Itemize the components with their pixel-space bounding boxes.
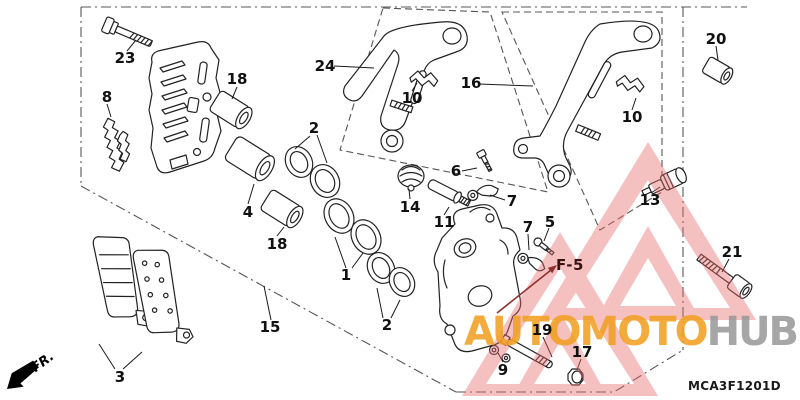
part-11-pin-drawing	[427, 179, 472, 207]
part-label-7-upper: 7	[506, 192, 518, 210]
part-7-clip-lower-drawing	[517, 252, 546, 272]
part-label-10-left: 10	[401, 89, 423, 107]
part-label-11: 11	[433, 213, 455, 231]
part-7-clip-upper-drawing	[467, 184, 499, 201]
part-label-17: 17	[571, 343, 593, 361]
part-label-9: 9	[497, 361, 509, 379]
part-9-washers-drawing	[488, 344, 511, 363]
part-label-2-lower: 2	[381, 316, 393, 334]
part-18-piston-bottom-drawing	[260, 189, 304, 229]
part-24-bracket-drawing	[342, 21, 468, 153]
part-label-18-mid: 18	[266, 235, 288, 253]
caliper-half-drawing	[148, 41, 222, 174]
leader-lines	[98, 39, 730, 371]
part-17-plug-drawing	[567, 368, 584, 386]
part-3-pad-left-drawing	[92, 236, 156, 327]
part-label-6: 6	[450, 162, 462, 180]
part-10-retainer-left-drawing	[409, 70, 439, 87]
part-label-14: 14	[399, 198, 421, 216]
part-label-7-lower: 7	[522, 218, 534, 236]
part-label-19: 19	[531, 321, 553, 339]
part-label-15: 15	[259, 318, 281, 336]
part-6-screw-drawing	[476, 149, 493, 173]
diagram-border	[80, 6, 747, 393]
diagram-code: MCA3F1201D	[688, 379, 781, 393]
bracket-24-box	[339, 7, 549, 193]
part-20-collar-drawing	[701, 56, 734, 85]
part-13-bleed-valve-drawing	[641, 167, 687, 196]
part-21-bolt-drawing	[696, 253, 753, 299]
part-label-24: 24	[314, 57, 336, 75]
cross-reference-f5: F-5	[556, 256, 584, 274]
part-10-retainer-right-drawing	[615, 74, 645, 93]
part-3-pad-right-drawing	[132, 249, 194, 344]
part-5-screw-drawing	[533, 237, 555, 256]
part-label-13: 13	[639, 191, 661, 209]
part-label-16: 16	[460, 74, 482, 92]
part-label-10-right: 10	[621, 108, 643, 126]
part-18-piston-top-drawing	[209, 90, 253, 130]
part-19-pad-pin-drawing	[499, 334, 553, 369]
part-16-bracket-drawing	[513, 20, 661, 188]
part-label-20: 20	[705, 30, 727, 48]
seal-rings-drawing	[284, 146, 416, 297]
part-label-21: 21	[721, 243, 743, 261]
part-label-2-upper: 2	[308, 119, 320, 137]
part-label-5: 5	[544, 213, 556, 231]
part-8-clip-drawing	[102, 117, 131, 172]
part-label-8: 8	[101, 88, 113, 106]
part-label-23: 23	[114, 49, 136, 67]
part-4-piston-drawing	[224, 136, 276, 182]
part-23-bolt-drawing	[101, 16, 154, 47]
part-label-3: 3	[114, 368, 126, 386]
caliper-body-drawing	[433, 204, 522, 353]
part-label-4: 4	[242, 203, 254, 221]
part-14-boot-drawing	[397, 164, 425, 192]
part-label-18-top: 18	[226, 70, 248, 88]
part-label-1: 1	[340, 266, 352, 284]
